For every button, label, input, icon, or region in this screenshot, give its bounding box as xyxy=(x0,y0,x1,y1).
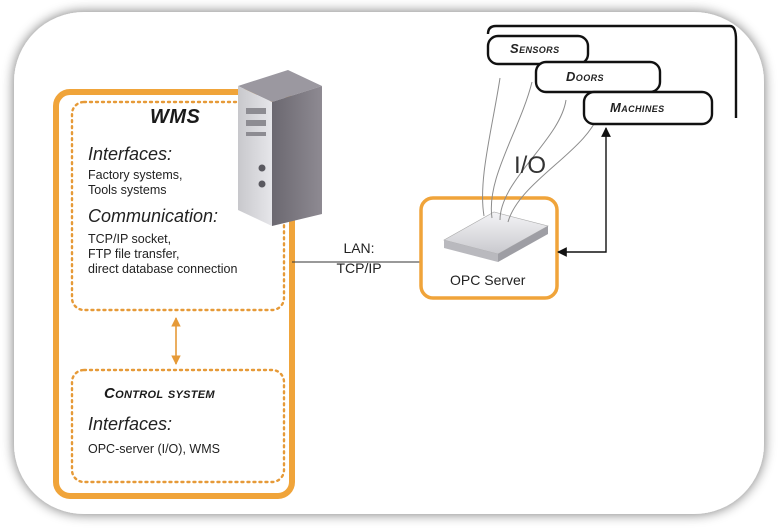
opc-server-label: OPC Server xyxy=(450,272,526,288)
wms-communication-heading: Communication: xyxy=(88,206,219,226)
wms-dotted-box xyxy=(70,100,286,312)
device-tab-sensors xyxy=(486,24,738,118)
control-system-title: Control system xyxy=(104,385,215,402)
lan-label-line2: TCP/IP xyxy=(336,260,382,276)
io-label: I/O xyxy=(514,152,547,179)
device-label-sensors: Sensors xyxy=(510,41,560,56)
wms-interfaces-text: Factory systems, Tools systems xyxy=(88,168,183,197)
server-tower-icon xyxy=(238,70,322,226)
device-label-machines: Machines xyxy=(610,100,665,115)
control-system-dotted-box xyxy=(70,368,286,484)
wms-title: WMS xyxy=(150,106,201,128)
wms-communication-text: TCP/IP socket, FTP file transfer, direct… xyxy=(88,232,238,276)
control-system-interfaces-heading: Interfaces: xyxy=(88,414,173,434)
wms-panel xyxy=(53,89,295,499)
lan-label: LAN: TCP/IP xyxy=(326,238,392,278)
device-label-doors: Doors xyxy=(566,69,604,84)
wms-interfaces-heading: Interfaces: xyxy=(88,144,173,164)
control-system-interfaces-text: OPC-server (I/O), WMS xyxy=(88,442,220,456)
opc-device-arrow xyxy=(557,127,611,257)
opc-server-device-icon xyxy=(443,211,549,262)
lan-label-line1: LAN: xyxy=(343,240,375,256)
device-tab-machines xyxy=(582,90,714,126)
